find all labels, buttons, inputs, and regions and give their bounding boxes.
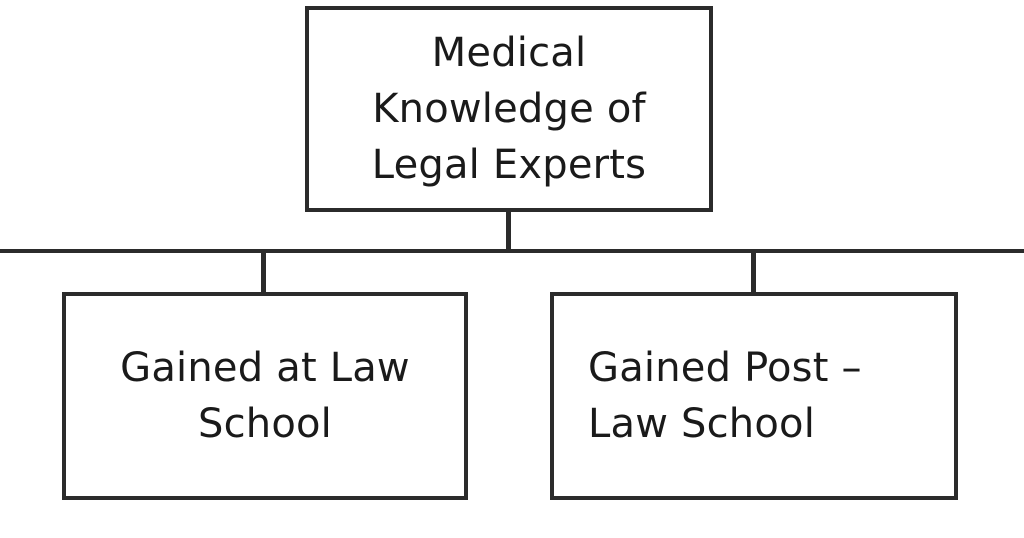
right-child-connector <box>751 251 756 294</box>
child-node-label-line: Law School <box>588 401 816 447</box>
child-node-label: Gained Post – Law School <box>588 340 908 452</box>
child-node-label-line: School <box>198 401 332 447</box>
root-node-label-line: Legal Experts <box>371 142 647 188</box>
root-connector <box>506 210 511 253</box>
child-node-label: Gained at Law School <box>105 340 425 452</box>
root-node-label: Medical Knowledge of Legal Experts <box>359 25 659 193</box>
root-node-label-line: Medical <box>431 30 587 76</box>
child-node-law-school: Gained at Law School <box>62 292 468 500</box>
child-node-label-line: Gained at Law <box>120 345 410 391</box>
child-node-post-law-school: Gained Post – Law School <box>550 292 958 500</box>
root-node: Medical Knowledge of Legal Experts <box>305 6 713 212</box>
horizontal-connector <box>0 249 1024 253</box>
root-node-label-line: Knowledge of <box>372 86 646 132</box>
child-node-label-line: Gained Post – <box>588 345 862 391</box>
left-child-connector <box>261 251 266 294</box>
